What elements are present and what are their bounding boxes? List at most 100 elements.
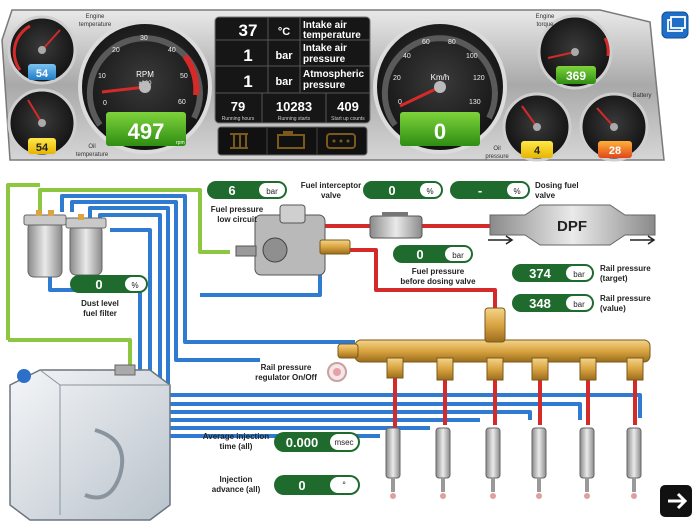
oil-pressure-value: 4 bbox=[534, 145, 541, 157]
glow-plug-icon bbox=[230, 133, 248, 149]
oil-pressure-gauge: 4 Oil pressure bbox=[485, 92, 572, 162]
fuel-pressure-dosing-label-1: Fuel pressure bbox=[412, 267, 465, 276]
intake-air-temp-label-2: temperature bbox=[303, 30, 361, 41]
running-hours-label: Running hours bbox=[222, 116, 255, 122]
rail-regulator-indicator[interactable] bbox=[327, 362, 347, 382]
running-starts-value: 10283 bbox=[276, 99, 312, 114]
avg-injection-label-2: time (all) bbox=[220, 442, 253, 451]
engine-temperature-label-2: temperature bbox=[79, 22, 112, 28]
intake-air-pressure-label-1: Intake air bbox=[303, 43, 347, 54]
injector bbox=[435, 427, 451, 499]
fuel-tank bbox=[9, 364, 171, 521]
speed-tick: 120 bbox=[473, 75, 485, 82]
rail-pressure-value-readout: 348 bar Rail pressure (value) bbox=[512, 294, 651, 313]
engine-torque-gauge: 369 Engine torque bbox=[536, 14, 613, 90]
rail-pressure-target-value: 374 bbox=[529, 266, 551, 281]
rpm-gauge: 0 10 20 30 40 50 60 RPM x100 497 rpm bbox=[78, 20, 212, 154]
injectors bbox=[385, 427, 642, 499]
injector bbox=[485, 427, 501, 499]
fuel-interceptor-value: 0 bbox=[388, 183, 395, 198]
engine-torque-label-1: Engine bbox=[536, 14, 555, 20]
fuel-interceptor-label-1: Fuel interceptor bbox=[301, 181, 361, 190]
next-button[interactable] bbox=[660, 485, 692, 517]
rail-pressure-target-label-1: Rail pressure bbox=[600, 264, 651, 273]
injector bbox=[579, 427, 595, 499]
rpm-value: 497 bbox=[128, 119, 165, 144]
speed-tick: 80 bbox=[448, 39, 456, 46]
fuel-pressure-dosing-value: 0 bbox=[416, 247, 423, 262]
speed-tick: 60 bbox=[422, 39, 430, 46]
rpm-tick: 60 bbox=[178, 99, 186, 106]
intake-air-pressure-label-2: pressure bbox=[303, 54, 346, 65]
rpm-unit-1: RPM bbox=[136, 70, 154, 79]
dust-level-label-2: fuel filter bbox=[83, 309, 117, 318]
center-display: 37 °C Intake air temperature 1 bar Intak… bbox=[214, 16, 371, 124]
intake-air-temp-label-1: Intake air bbox=[303, 20, 347, 31]
rail-pressure-value-unit: bar bbox=[573, 300, 585, 309]
rail-pressure-value-value: 348 bbox=[529, 296, 551, 311]
avg-injection-value: 0.000 bbox=[286, 435, 319, 450]
fuel-pressure-dosing-unit: bar bbox=[452, 251, 464, 260]
fuel-pressure-low-label-1: Fuel pressure bbox=[211, 205, 264, 214]
fuel-pressure-low-readout: 6 bar Fuel pressure low circuit bbox=[207, 181, 287, 224]
rail-regulator-label-1: Rail pressure bbox=[261, 363, 312, 372]
rpm-tick: 20 bbox=[112, 47, 120, 54]
dust-level-label-1: Dust level bbox=[81, 299, 119, 308]
rpm-tick: 10 bbox=[98, 73, 106, 80]
dust-level-value: 0 bbox=[95, 277, 102, 292]
rpm-tick: 0 bbox=[103, 100, 107, 107]
oil-temperature-label-1: Oil bbox=[88, 144, 95, 150]
common-rail bbox=[337, 307, 651, 381]
dosing-fuel-value: - bbox=[478, 183, 482, 198]
fuel-interceptor-readout: 0 % Fuel interceptor valve bbox=[301, 181, 443, 200]
window-button[interactable] bbox=[661, 11, 689, 39]
oil-temperature-label-2: temperature bbox=[76, 152, 109, 158]
dpf-unit: DPF bbox=[488, 204, 656, 246]
speed-value: 0 bbox=[434, 119, 446, 144]
rail-regulator-label-2: regulator On/Off bbox=[255, 373, 317, 382]
injection-advance-value: 0 bbox=[298, 478, 305, 493]
atmospheric-pressure-value: 1 bbox=[243, 72, 252, 91]
injection-advance-label-1: Injection bbox=[220, 475, 253, 484]
dust-level-unit: % bbox=[131, 281, 138, 290]
dosing-fuel-unit: % bbox=[513, 187, 520, 196]
engine-check-icon bbox=[277, 131, 305, 149]
rpm-tick: 40 bbox=[168, 47, 176, 54]
dpf-label: DPF bbox=[557, 218, 587, 235]
battery-value: 28 bbox=[609, 145, 621, 157]
rail-pressure-value-label-2: (value) bbox=[600, 304, 626, 313]
fuel-pressure-low-label-2: low circuit bbox=[217, 215, 257, 224]
rail-pressure-target-label-2: (target) bbox=[600, 274, 628, 283]
speed-unit: Km/h bbox=[431, 73, 450, 82]
rail-pressure-target-readout: 374 bar Rail pressure (target) bbox=[512, 264, 651, 283]
avg-injection-label-1: Average injection bbox=[203, 432, 270, 441]
atmospheric-pressure-label-1: Atmospheric bbox=[303, 69, 365, 80]
speed-tick: 20 bbox=[393, 75, 401, 82]
start-up-counts-label: Start up counts bbox=[331, 116, 365, 122]
warning-lights bbox=[217, 126, 368, 156]
injection-advance-readout: 0 ° Injection advance (all) bbox=[212, 475, 360, 495]
fuel-pressure-low-value: 6 bbox=[228, 183, 235, 198]
rail-pressure-value-label-1: Rail pressure bbox=[600, 294, 651, 303]
speed-tick: 0 bbox=[398, 99, 402, 106]
injection-advance-unit: ° bbox=[342, 480, 346, 490]
avg-injection-unit: msec bbox=[334, 438, 353, 447]
arrow-right-icon bbox=[488, 235, 514, 245]
dosing-fuel-label-1: Dosing fuel bbox=[535, 181, 579, 190]
engine-temperature-value: 54 bbox=[36, 68, 49, 80]
speed-gauge: 0 20 40 60 80 100 120 130 Km/h 0 bbox=[373, 20, 507, 154]
injector bbox=[531, 427, 547, 499]
arrow-right-icon bbox=[668, 492, 688, 510]
running-hours-value: 79 bbox=[231, 99, 245, 114]
fuel-pipes bbox=[6, 183, 642, 438]
dust-level-readout: 0 % Dust level fuel filter bbox=[70, 275, 148, 318]
engine-torque-value: 369 bbox=[566, 69, 586, 83]
intake-air-pressure-value: 1 bbox=[243, 46, 252, 65]
avg-injection-readout: 0.000 msec Average injection time (all) bbox=[203, 432, 360, 452]
rpm-subunit: rpm bbox=[176, 140, 185, 146]
oil-temperature-value: 54 bbox=[36, 142, 49, 154]
fuel-pressure-dosing-label-2: before dosing valve bbox=[400, 277, 476, 286]
oil-pressure-label-1: Oil bbox=[493, 146, 500, 152]
battery-label: Battery bbox=[632, 93, 651, 99]
